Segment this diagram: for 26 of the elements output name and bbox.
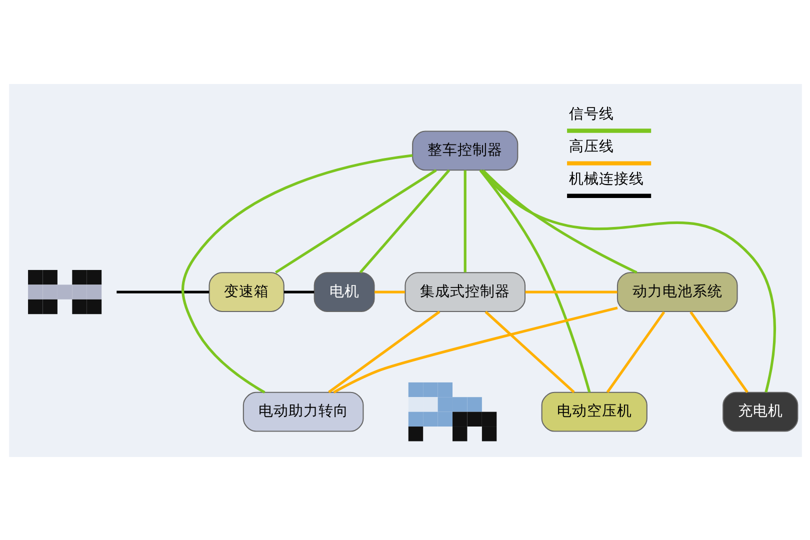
- connector: [358, 168, 450, 273]
- connector: [116, 290, 209, 293]
- connector: [332, 306, 618, 393]
- node-box: 电动空压机: [540, 391, 647, 432]
- node-box: 动力电池系统: [616, 272, 738, 312]
- legend-label: 高压线: [568, 137, 614, 154]
- connector: [524, 290, 617, 293]
- node-box: 电动助力转向: [242, 391, 364, 432]
- connector: [606, 310, 665, 393]
- connector: [283, 290, 314, 293]
- node-box: 充电机: [722, 391, 798, 432]
- node-box: 集成式控制器: [404, 272, 526, 312]
- node-box: 整车控制器: [412, 130, 518, 170]
- connector: [328, 310, 440, 393]
- connector: [274, 168, 436, 274]
- node-box: 电机: [313, 272, 374, 312]
- connector: [181, 154, 412, 393]
- connector: [374, 290, 404, 293]
- legend-label: 机械连接线: [568, 170, 644, 187]
- connector: [689, 310, 748, 393]
- node-box: 变速箱: [208, 272, 284, 312]
- connector: [478, 168, 776, 392]
- connector: [484, 310, 574, 393]
- connector: [481, 168, 637, 274]
- connector: [463, 170, 466, 272]
- legend-label: 信号线: [568, 104, 614, 122]
